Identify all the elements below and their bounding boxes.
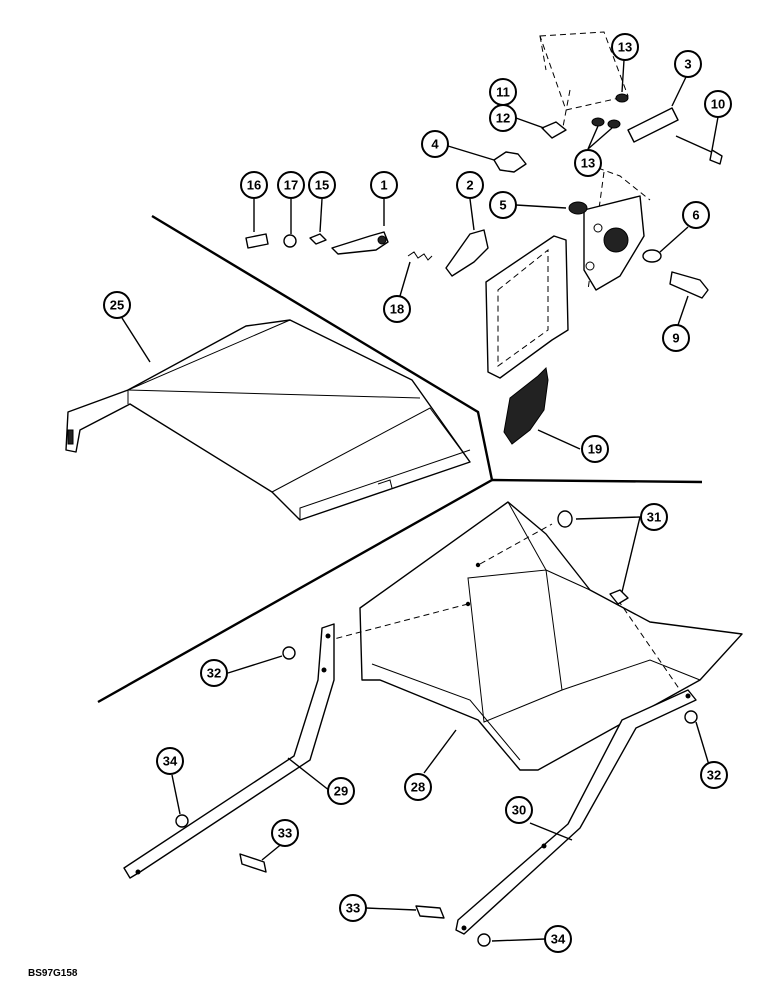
svg-text:17: 17 [284,178,298,193]
callout-19: 19 [581,435,609,463]
callout-32-left: 32 [200,659,228,687]
svg-text:34: 34 [551,932,566,947]
figure-code: BS97G158 [28,968,78,979]
callout-13-bottom: 13 [574,149,602,177]
svg-text:13: 13 [581,156,595,171]
arm-1 [331,231,389,255]
bolt-16 [245,233,269,249]
callout-25: 25 [103,291,131,319]
nut-32b [684,710,698,724]
bolt-9 [669,271,709,299]
callout-18: 18 [383,295,411,323]
callout-33-bottom: 33 [339,894,367,922]
callout-11: 11 [489,78,517,106]
svg-text:25: 25 [110,298,124,313]
svg-text:33: 33 [278,826,292,841]
washer-5 [568,201,588,215]
callout-31: 31 [640,503,668,531]
bolt-31 [609,589,629,605]
svg-text:5: 5 [499,198,506,213]
callout-9: 9 [662,324,690,352]
callout-3: 3 [674,50,702,78]
svg-text:6: 6 [692,208,699,223]
section-lines [97,214,703,704]
callout-33-left: 33 [271,819,299,847]
svg-text:13: 13 [618,40,632,55]
svg-text:19: 19 [588,442,602,457]
svg-text:15: 15 [315,178,329,193]
bushing-15 [309,233,327,245]
svg-text:29: 29 [334,784,348,799]
svg-text:10: 10 [711,97,725,112]
svg-text:12: 12 [496,111,510,126]
callout-29: 29 [327,777,355,805]
svg-text:34: 34 [163,754,178,769]
washer-17 [283,234,297,248]
svg-text:31: 31 [647,510,661,525]
right-strap-part [455,689,697,935]
svg-text:3: 3 [684,57,691,72]
svg-text:32: 32 [707,768,721,783]
bolt-4 [493,151,527,173]
callout-13-top: 13 [611,33,639,61]
svg-text:1: 1 [380,178,387,193]
callout-10: 10 [704,90,732,118]
svg-text:4: 4 [431,137,439,152]
leader-lines [121,59,719,942]
callout-15: 15 [308,171,336,199]
callout-17: 17 [277,171,305,199]
svg-text:33: 33 [346,901,360,916]
bolt-33b [415,905,445,919]
callout-34-bottom: 34 [544,925,572,953]
callout-5: 5 [489,191,517,219]
carriage-bolt-10 [709,149,723,165]
svg-text:32: 32 [207,666,221,681]
svg-text:16: 16 [247,178,261,193]
svg-text:28: 28 [411,780,425,795]
washer-6 [642,249,662,263]
bracket-reference-outline [539,31,651,291]
svg-text:2: 2 [466,178,473,193]
callout-34-left: 34 [156,747,184,775]
callout-16: 16 [240,171,268,199]
top-cover-part [65,319,471,521]
plate-part-3 [627,107,679,143]
spring-18 [407,251,433,261]
svg-text:9: 9 [672,331,679,346]
callout-2: 2 [456,171,484,199]
lower-pan-part [329,501,743,771]
callout-4: 4 [421,130,449,158]
svg-text:18: 18 [390,302,404,317]
bolt-12 [541,121,567,139]
svg-text:11: 11 [496,85,510,100]
nut-32a [282,646,296,660]
hardware-parts [175,93,723,947]
left-strap-part [123,623,335,879]
svg-text:30: 30 [512,803,526,818]
callout-12: 12 [489,104,517,132]
callout-32-right: 32 [700,761,728,789]
latch-2 [445,229,489,277]
bolt-33a [239,853,267,873]
callout-28: 28 [404,773,432,801]
linkage-plate-part [485,195,645,379]
callout-1: 1 [370,171,398,199]
callout-30: 30 [505,796,533,824]
callout-6: 6 [682,201,710,229]
nut-34a [175,814,189,828]
lever-handle-part [503,366,549,445]
nut-34b [477,933,491,947]
bumper-31 [557,510,573,528]
